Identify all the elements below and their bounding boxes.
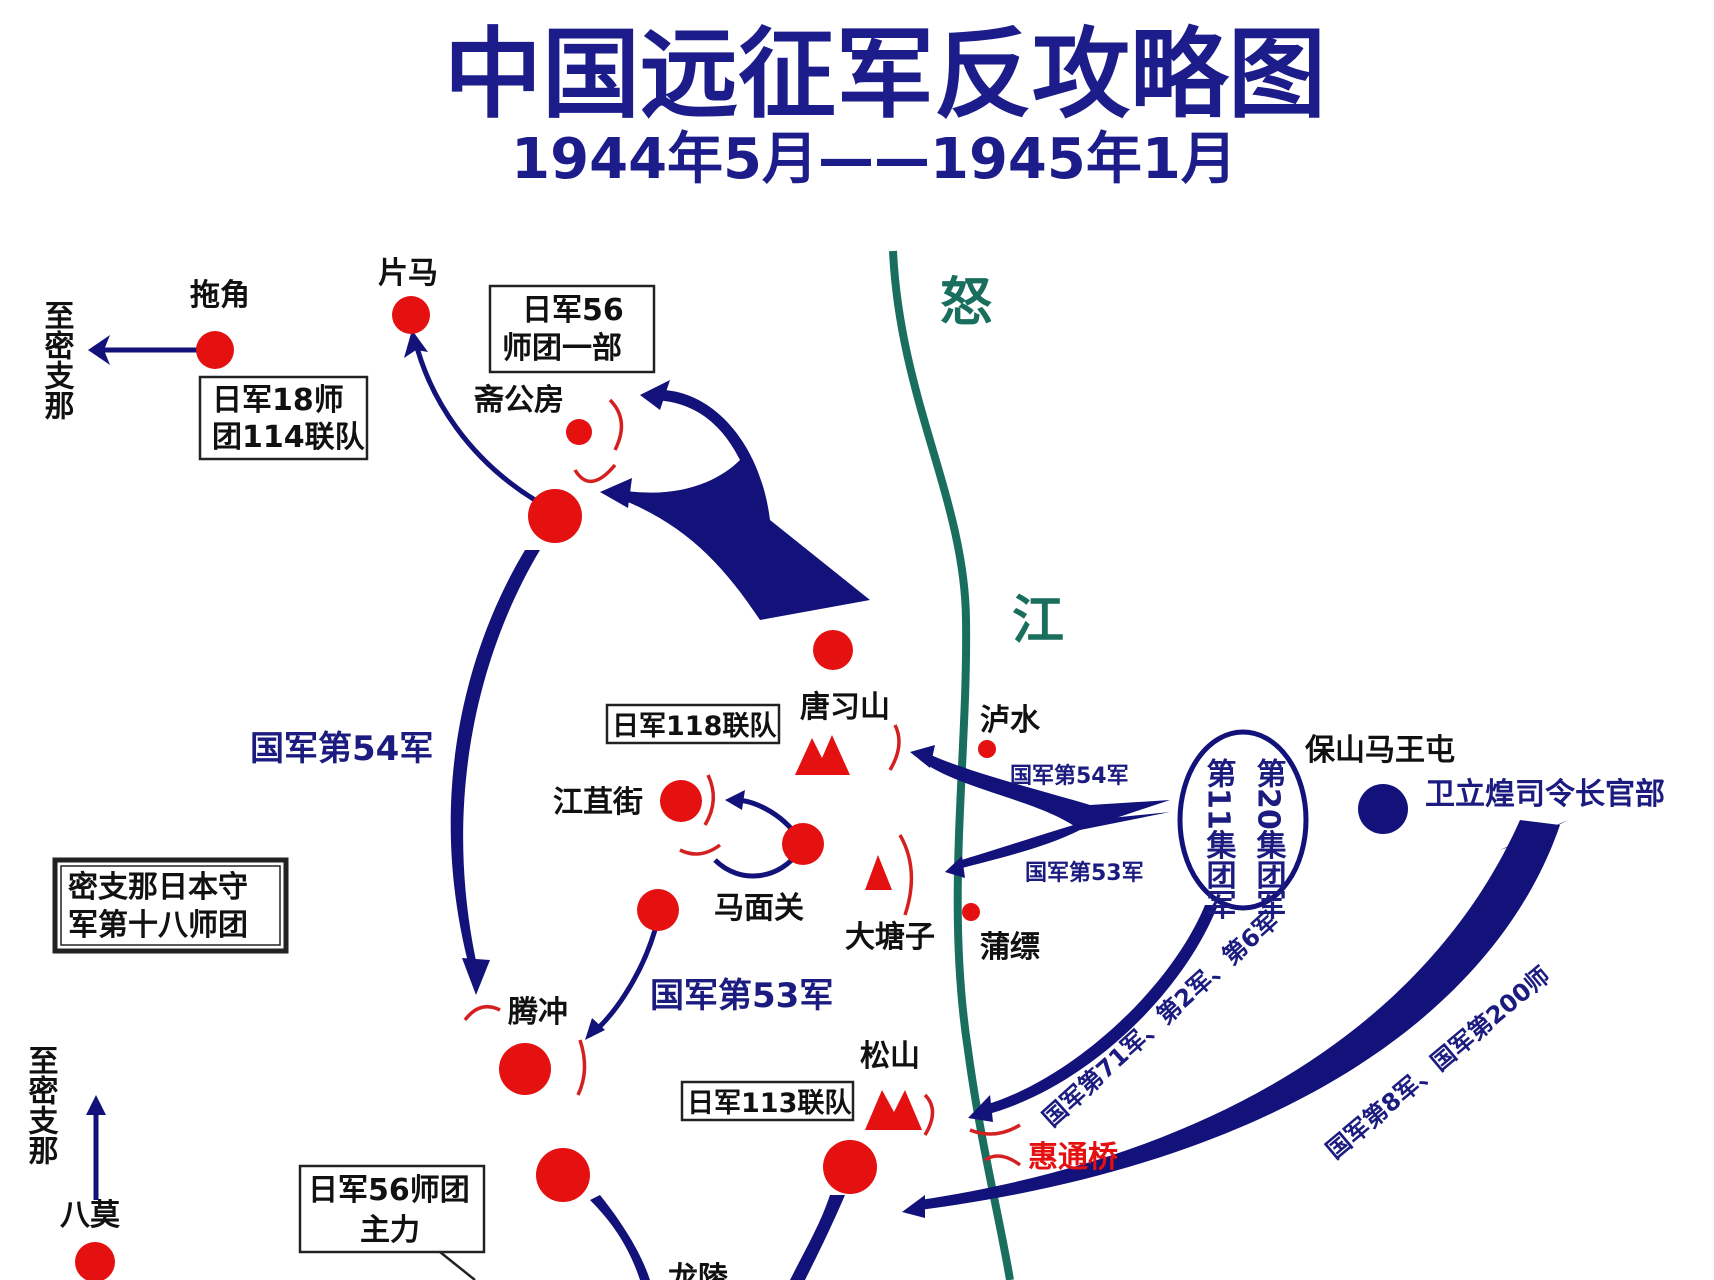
hq-marker: [1358, 784, 1408, 834]
dot-tuojiao: [196, 331, 234, 369]
map-title: 中国远征军反攻略图: [444, 18, 1326, 132]
label-garrison-l2: 军第十八师团: [68, 908, 248, 943]
place-mamianguan: 马面关: [714, 891, 804, 926]
dot-bamo: [75, 1242, 115, 1280]
place-zhaigongfang: 斋公房: [473, 383, 564, 418]
box-reg118: [605, 703, 781, 745]
label-div18-114-l2: 团114联队: [212, 420, 366, 455]
place-tangxishan: 唐习山: [800, 690, 890, 725]
chinese-advance-arrows: [86, 330, 1568, 1280]
label-div56-part-l2: 师团一部: [502, 331, 622, 366]
arrow-53rd-army-right: [955, 812, 1170, 870]
dot-pianma: [392, 296, 430, 334]
place-tuojiao: 拖角: [190, 278, 250, 313]
label-reg113: 日军113联队: [687, 1088, 852, 1119]
place-datangzi: 大塘子: [845, 920, 935, 955]
army-group-ellipse: [1177, 729, 1309, 911]
nujiang-river: [889, 250, 1014, 1280]
place-huitongqiao: 惠通桥: [1028, 1140, 1118, 1175]
place-baoshan: 保山马王屯: [1305, 733, 1455, 768]
dot-longling-north: [823, 1140, 877, 1194]
arrow-53rd-army-mid: [588, 929, 658, 1037]
arrow-split-xiangshan: [610, 390, 870, 620]
map-subtitle: 1944年5月——1945年1月: [511, 127, 1237, 192]
label-army53-mid: 国军第53军: [650, 976, 833, 1016]
arrow-54th-army-left: [450, 550, 540, 970]
box-div56-main: [298, 1164, 486, 1254]
dot-west: [637, 889, 679, 931]
place-pianma: 片马: [378, 256, 438, 291]
place-longling: 龙陵: [668, 1261, 729, 1280]
arrow-54th-army-right: [920, 752, 1170, 830]
place-pupiao: 蒲缥: [980, 930, 1040, 965]
to-myitkyina-bottom: 至密支那: [23, 1045, 59, 1166]
box-div18-114: [198, 375, 369, 461]
place-jiangjujie: 江苴街: [553, 785, 643, 820]
river-label-nu: 怒: [940, 273, 992, 333]
label-army53-right: 国军第53军: [1025, 860, 1144, 886]
dot-pupiao: [962, 903, 980, 921]
dot-tengchong: [499, 1043, 551, 1095]
label-army54-left: 国军第54军: [250, 729, 433, 769]
label-div56-part-l1: 日军56: [522, 293, 624, 328]
dot-lushui: [978, 740, 996, 758]
place-songshan: 松山: [860, 1039, 920, 1074]
box-myitkyina-garrison: [52, 857, 289, 954]
to-myitkyina-top: 至密支那: [39, 300, 75, 421]
mountain-datangzi-icon: [865, 855, 892, 890]
dot-jiangjujie: [660, 780, 702, 822]
label-div56-main-l1: 日军56师团: [308, 1173, 470, 1208]
dot-mamianguan: [782, 823, 824, 865]
label-reg118: 日军118联队: [612, 711, 777, 742]
label-group20: 第20集团军: [1251, 757, 1288, 920]
dot-north-tengchong: [528, 489, 582, 543]
box-reg113: [680, 1080, 855, 1122]
arrow-to-pianma: [412, 339, 537, 503]
dot-tangxishan-north: [813, 630, 853, 670]
mountain-tangxishan-icon: [795, 735, 850, 775]
label-garrison-l1: 密支那日本守: [68, 870, 248, 905]
box-div56-part: [488, 284, 656, 374]
place-lushui: 泸水: [980, 703, 1041, 738]
label-army54-right: 国军第54军: [1010, 763, 1129, 789]
arrow-8th-200th: [920, 820, 1560, 1210]
place-hq: 卫立煌司令长官部: [1425, 777, 1665, 812]
place-tengchong: 腾冲: [508, 995, 568, 1030]
mountain-songshan-icon: [865, 1090, 922, 1130]
japanese-front-lines: [463, 398, 1022, 1167]
japanese-positions: [75, 296, 996, 1280]
label-div18-114-l1: 日军18师: [212, 383, 344, 418]
dot-zhaigongfang: [566, 419, 592, 445]
place-bamo: 八莫: [60, 1198, 121, 1233]
label-div56-main-l2: 主力: [360, 1213, 420, 1248]
dot-southwest: [536, 1148, 590, 1202]
label-group11: 第11集团军: [1201, 757, 1238, 920]
river-label-jiang: 江: [1012, 591, 1064, 651]
